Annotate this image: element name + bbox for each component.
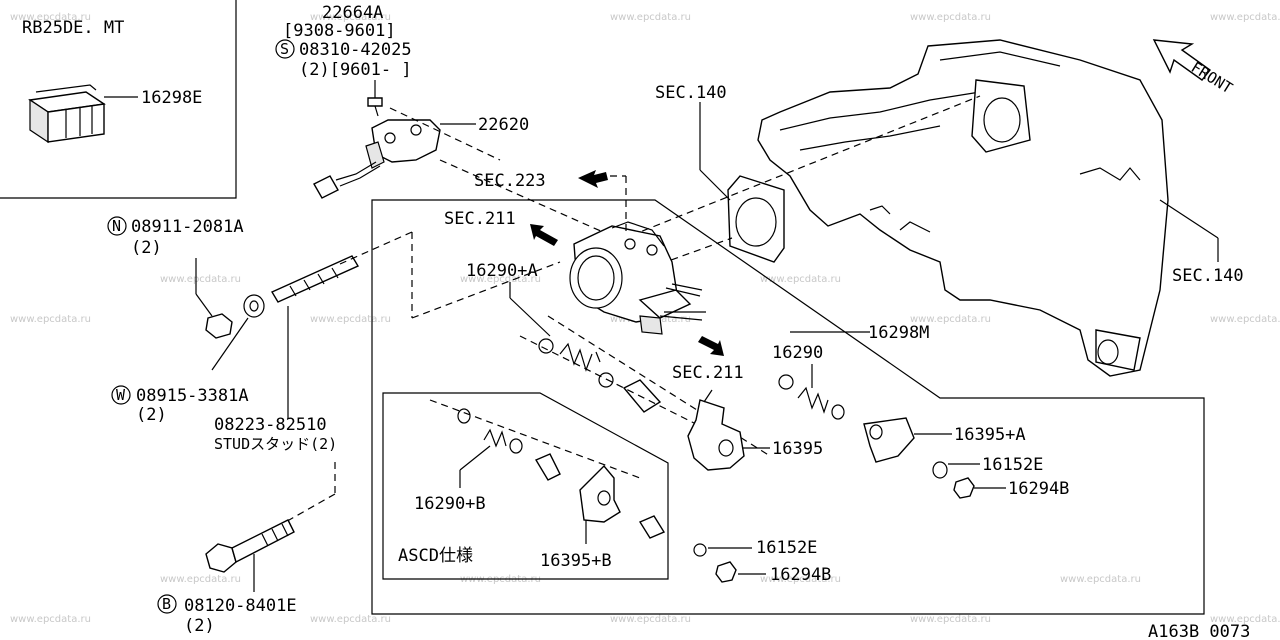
front-label: FRONT xyxy=(1188,58,1236,97)
label-08310-42025: 08310-42025 xyxy=(299,40,412,60)
label-22664a-date: [9308-9601] xyxy=(283,21,396,41)
label-08915-qty: (2) xyxy=(136,405,167,425)
watermark: www.epcdata.ru xyxy=(160,574,241,585)
spring-set-right xyxy=(778,374,845,420)
label-08911-2081a: 08911-2081A xyxy=(131,217,244,237)
label-08120-8401e: 08120-8401E xyxy=(184,596,297,616)
label-16298m: 16298M xyxy=(868,323,929,343)
label-16152e-right: 16152E xyxy=(982,455,1043,475)
label-08223-82510: 08223-82510 xyxy=(214,415,327,435)
watermark: www.epcdata.ru xyxy=(1060,574,1141,585)
connector-block-16298e xyxy=(28,84,106,144)
watermark: www.epcdata.ru xyxy=(760,574,841,585)
label-08911-qty: (2) xyxy=(131,238,162,258)
watermark: www.epcdata.ru xyxy=(10,614,91,625)
label-08223-desc: STUDスタッド(2) xyxy=(214,435,337,453)
label-08120-qty: (2) xyxy=(184,616,215,636)
label-16294b-right: 16294B xyxy=(1008,479,1069,499)
frame-16298m xyxy=(371,199,1205,615)
variant-label: RB25DE. MT xyxy=(22,18,124,38)
circle-mark-s xyxy=(275,39,295,59)
label-16290: 16290 xyxy=(772,343,823,363)
intake-manifold xyxy=(757,39,1169,377)
section-arrows: SEC.223 SEC.211 SEC.211 xyxy=(444,170,744,383)
label-22620: 22620 xyxy=(478,115,529,135)
watermark: www.epcdata.ru xyxy=(310,614,391,625)
watermark: www.epcdata.ru xyxy=(310,314,391,325)
circle-mark-b xyxy=(157,594,177,614)
label-16395-a: 16395+A xyxy=(954,425,1026,445)
fastener-column: N 08911-2081A (2) W 08915-3381A (2) 0822… xyxy=(107,216,360,636)
watermark: www.epcdata.ru xyxy=(910,12,991,23)
watermark: www.epcdata.ru xyxy=(160,274,241,285)
bolt-08120 xyxy=(205,519,295,573)
label-08915-3381a: 08915-3381A xyxy=(136,386,249,406)
stud-08223 xyxy=(270,255,360,303)
watermark: www.epcdata.ru xyxy=(310,12,391,23)
sensor-group-22664a: 22664A [9308-9601] S 08310-42025 (2)[960… xyxy=(275,3,613,237)
nut-16294b-right xyxy=(953,477,975,499)
label-16290-b: 16290+B xyxy=(414,494,486,514)
circle-mark-b-letter: B xyxy=(162,595,171,613)
label-08310-qty: (2)[9601- ] xyxy=(299,60,412,80)
label-16395-b: 16395+B xyxy=(540,551,612,571)
lever-16395 xyxy=(687,389,745,471)
screw-08310 xyxy=(367,97,383,107)
watermark: www.epcdata.ru xyxy=(910,614,991,625)
circle-mark-w-letter: W xyxy=(116,386,126,404)
label-sec211-mid: SEC.211 xyxy=(672,363,744,383)
watermark: www.epcdata.ru xyxy=(10,314,91,325)
inset-rb25de-mt: RB25DE. MT 16298E xyxy=(0,0,237,199)
lever-16395-a xyxy=(863,417,915,463)
watermark: www.epcdata.ru xyxy=(1210,314,1280,325)
watermark: www.epcdata.ru xyxy=(610,12,691,23)
spring-set-a xyxy=(538,338,662,413)
label-16290-a: 16290+A xyxy=(466,261,538,281)
circle-mark-s-letter: S xyxy=(280,40,289,58)
label-sec211-top: SEC.211 xyxy=(444,209,516,229)
ascd-box xyxy=(382,392,669,580)
watermark: www.epcdata.ru xyxy=(1210,614,1280,625)
nut-08911 xyxy=(205,313,233,339)
watermark: www.epcdata.ru xyxy=(610,614,691,625)
watermark: www.epcdata.ru xyxy=(910,314,991,325)
gasket xyxy=(727,175,785,263)
label-sec223: SEC.223 xyxy=(474,171,546,191)
circle-mark-n xyxy=(107,216,127,236)
label-16298e: 16298E xyxy=(141,88,202,108)
watermark: www.epcdata.ru xyxy=(1210,12,1280,23)
washer-16152e-right xyxy=(932,461,948,479)
watermark: www.epcdata.ru xyxy=(10,12,91,23)
label-sec140-right: SEC.140 xyxy=(1172,266,1244,286)
label-16294b-bottom: 16294B xyxy=(770,565,831,585)
diagram-code: A163B 0073 xyxy=(1148,622,1250,640)
harness-connector xyxy=(313,175,339,199)
circle-mark-w xyxy=(111,385,131,405)
watermark: www.epcdata.ru xyxy=(460,274,541,285)
label-16152e-bottom: 16152E xyxy=(756,538,817,558)
watermark: www.epcdata.ru xyxy=(760,274,841,285)
label-16395: 16395 xyxy=(772,439,823,459)
circle-mark-n-letter: N xyxy=(112,217,121,235)
label-22664a: 22664A xyxy=(322,3,383,23)
front-direction-arrow: FRONT xyxy=(1152,39,1236,97)
throttle-body xyxy=(569,221,706,335)
ascd-parts xyxy=(429,399,737,583)
ascd-label: ASCD仕様 xyxy=(398,546,473,566)
label-sec140-top: SEC.140 xyxy=(655,83,727,103)
